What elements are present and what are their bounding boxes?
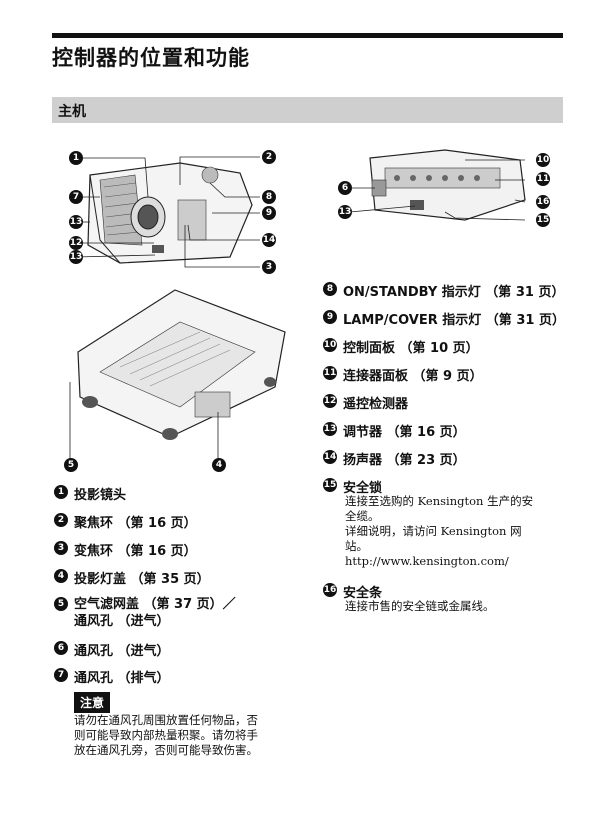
section-title: 主机 bbox=[58, 104, 86, 120]
item-1: 1 投影镜头 bbox=[54, 484, 126, 503]
callout-8: 8 bbox=[262, 190, 276, 204]
top-rule bbox=[52, 33, 563, 38]
item-label: 变焦环 （第 16 页） bbox=[74, 544, 197, 559]
item-label: 安全锁 bbox=[343, 481, 383, 496]
callout-10: 10 bbox=[536, 153, 550, 167]
callout-16: 16 bbox=[536, 195, 550, 209]
callout-1: 1 bbox=[69, 151, 83, 165]
item-6: 6 通风孔 （进气） bbox=[54, 640, 170, 659]
note-tag: 注意 bbox=[74, 692, 111, 713]
item-number: 3 bbox=[54, 541, 68, 555]
callout-7: 7 bbox=[69, 190, 83, 204]
item-13: 13 调节器 （第 16 页） bbox=[323, 421, 466, 440]
item-3: 3 变焦环 （第 16 页） bbox=[54, 540, 197, 559]
callout-5: 5 bbox=[64, 458, 78, 472]
callout-11: 11 bbox=[536, 172, 550, 186]
callout-13c: 13 bbox=[338, 205, 352, 219]
item-number: 15 bbox=[323, 478, 337, 492]
projector-rear-figure bbox=[349, 149, 526, 221]
item-number: 9 bbox=[323, 310, 337, 324]
callout-3: 3 bbox=[262, 260, 276, 274]
item-label: LAMP/COVER 指示灯 （第 31 页） bbox=[343, 313, 565, 328]
item-number: 13 bbox=[323, 422, 337, 436]
item-number: 8 bbox=[323, 282, 337, 296]
item-label: 通风孔 （排气） bbox=[74, 671, 170, 686]
callout-2: 2 bbox=[262, 150, 276, 164]
item-number: 2 bbox=[54, 513, 68, 527]
callout-12: 12 bbox=[69, 236, 83, 250]
item-11: 11 连接器面板 （第 9 页） bbox=[323, 365, 483, 384]
item-15: 15 安全锁 bbox=[323, 477, 382, 496]
item-14: 14 扬声器 （第 23 页） bbox=[323, 449, 466, 468]
note-text: 请勿在通风孔周围放置任何物品，否 则可能导致内部热量积聚。请勿将手 放在通风孔旁… bbox=[74, 713, 258, 757]
item-number: 14 bbox=[323, 450, 337, 464]
item-label: 连接器面板 （第 9 页） bbox=[343, 369, 483, 384]
item-number: 5 bbox=[54, 597, 68, 611]
callout-13b: 13 bbox=[69, 250, 83, 264]
item-2: 2 聚焦环 （第 16 页） bbox=[54, 512, 197, 531]
item-label: ON/STANDBY 指示灯 （第 31 页） bbox=[343, 285, 565, 300]
item-label: 扬声器 （第 23 页） bbox=[343, 453, 466, 468]
item-number: 4 bbox=[54, 569, 68, 583]
callout-14: 14 bbox=[262, 233, 276, 247]
item-number: 7 bbox=[54, 668, 68, 682]
item-12: 12 遥控检测器 bbox=[323, 393, 408, 412]
item-label: 安全条 bbox=[343, 586, 383, 601]
item-10: 10 控制面板 （第 10 页） bbox=[323, 337, 479, 356]
item-8: 8 ON/STANDBY 指示灯 （第 31 页） bbox=[323, 281, 564, 300]
item-5: 5 空气滤网盖 （第 37 页）／ 通风孔 （进气） bbox=[54, 596, 236, 630]
item-4: 4 投影灯盖 （第 35 页） bbox=[54, 568, 210, 587]
projector-bottom-figure bbox=[69, 289, 286, 462]
item-9: 9 LAMP/COVER 指示灯 （第 31 页） bbox=[323, 309, 565, 328]
callout-4: 4 bbox=[212, 458, 226, 472]
item-16-description: 连接市售的安全链或金属线。 bbox=[345, 599, 495, 613]
item-label: 控制面板 （第 10 页） bbox=[343, 341, 479, 356]
item-number: 10 bbox=[323, 338, 337, 352]
section-header: 主机 bbox=[52, 97, 563, 123]
callout-15: 15 bbox=[536, 213, 550, 227]
projector-front-figure bbox=[75, 156, 260, 268]
item-label: 空气滤网盖 （第 37 页）／ 通风孔 （进气） bbox=[74, 597, 236, 629]
item-label: 聚焦环 （第 16 页） bbox=[74, 516, 197, 531]
callout-9: 9 bbox=[262, 206, 276, 220]
item-16: 16 安全条 bbox=[323, 582, 382, 601]
callout-13a: 13 bbox=[69, 215, 83, 229]
item-number: 6 bbox=[54, 641, 68, 655]
item-number: 1 bbox=[54, 485, 68, 499]
item-15-description: 连接至选购的 Kensington 生产的安 全缆。 详细说明，请访问 Kens… bbox=[345, 494, 534, 568]
item-label: 通风孔 （进气） bbox=[74, 644, 170, 659]
callout-6: 6 bbox=[338, 181, 352, 195]
page-title: 控制器的位置和功能 bbox=[52, 46, 250, 70]
item-number: 12 bbox=[323, 394, 337, 408]
item-label: 投影镜头 bbox=[74, 488, 127, 503]
item-number: 11 bbox=[323, 366, 337, 380]
item-7: 7 通风孔 （排气） bbox=[54, 667, 170, 686]
item-label: 调节器 （第 16 页） bbox=[343, 425, 466, 440]
item-label: 遥控检测器 bbox=[343, 397, 409, 412]
item-number: 16 bbox=[323, 583, 337, 597]
item-label: 投影灯盖 （第 35 页） bbox=[74, 572, 210, 587]
